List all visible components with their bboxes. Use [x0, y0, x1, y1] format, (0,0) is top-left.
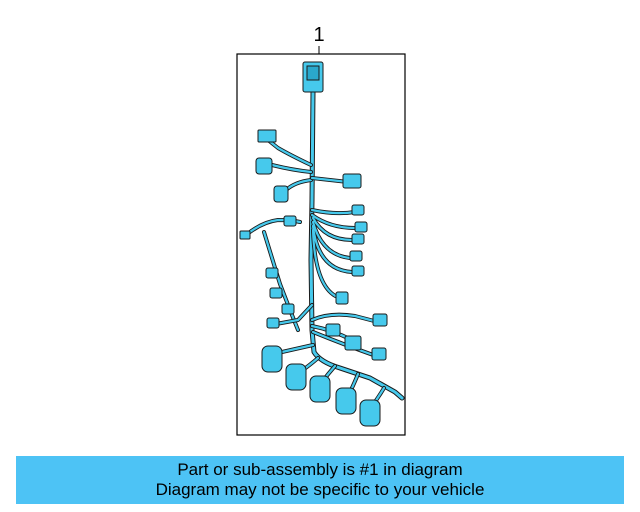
connector [335, 291, 349, 305]
info-banner: Part or sub-assembly is #1 in diagram Di… [16, 456, 624, 504]
connector [273, 185, 289, 203]
connector [281, 303, 295, 315]
connector [372, 313, 388, 327]
coil-connector [261, 345, 283, 373]
banner-line-2: Diagram may not be specific to your vehi… [155, 480, 485, 499]
connector [239, 230, 251, 240]
connector [351, 204, 365, 216]
coil-connector [309, 375, 331, 403]
banner-line-1: Part or sub-assembly is #1 in diagram [177, 460, 463, 479]
connector [344, 335, 362, 351]
connector [371, 347, 387, 361]
connector [255, 157, 273, 175]
connector [265, 267, 279, 279]
coil-connector [335, 387, 357, 415]
connector [269, 287, 283, 299]
connector [266, 317, 280, 329]
connector [351, 265, 365, 277]
connector [257, 129, 277, 143]
coil-connector [285, 363, 307, 391]
connector [354, 221, 368, 233]
connector [342, 173, 362, 189]
parts-diagram [236, 46, 406, 436]
connector [349, 250, 363, 262]
connector [283, 215, 297, 227]
coil-connector [359, 399, 381, 427]
callout-number: 1 [313, 24, 325, 46]
connector [351, 233, 365, 245]
connector [325, 323, 341, 337]
part-frame [236, 53, 406, 436]
connectors [239, 61, 388, 427]
